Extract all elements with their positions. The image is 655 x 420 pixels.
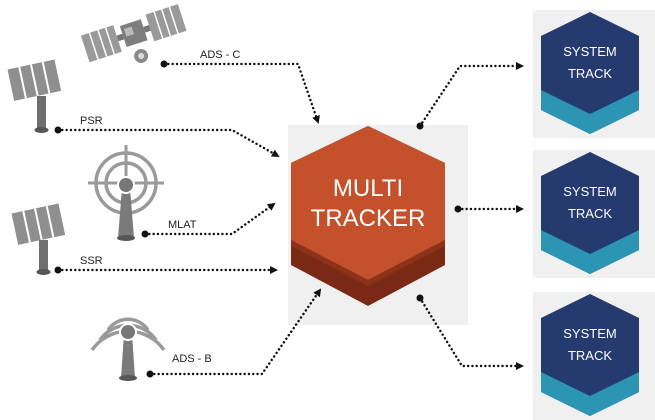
output-3-line-1: SYSTEM	[563, 326, 616, 341]
connector-psr	[54, 126, 280, 158]
multi-tracker-node: MULTI TRACKER	[291, 126, 445, 306]
radar-dish-icon	[11, 203, 66, 275]
system-track-node-1: SYSTEM TRACK	[541, 12, 639, 134]
broadcast-antenna-icon	[90, 317, 166, 381]
output-2-line-1: SYSTEM	[563, 184, 616, 199]
output-3-line-2: TRACK	[568, 348, 612, 363]
label-ads-c: ADS - C	[200, 49, 240, 61]
connector-ads-b	[146, 288, 322, 378]
tracker-line-1: MULTI	[333, 175, 403, 202]
connector-output-2	[454, 205, 524, 213]
label-ssr: SSR	[80, 255, 103, 267]
radar-dish-icon	[7, 59, 62, 133]
label-mlat: MLAT	[168, 219, 197, 231]
connector-ssr	[54, 266, 278, 274]
connector-ads-c	[160, 60, 320, 124]
connector-output-3	[416, 294, 524, 370]
output-1-line-2: TRACK	[568, 66, 612, 81]
crosshair-antenna-icon	[88, 145, 164, 241]
connector-mlat	[141, 202, 276, 238]
label-ads-b: ADS - B	[172, 353, 212, 365]
satellite-icon	[80, 4, 187, 63]
output-1-line-1: SYSTEM	[563, 44, 616, 59]
system-track-node-3: SYSTEM TRACK	[541, 294, 639, 416]
connector-output-1	[416, 62, 524, 130]
output-2-line-2: TRACK	[568, 206, 612, 221]
tracker-line-2: TRACKER	[311, 205, 426, 232]
system-track-node-2: SYSTEM TRACK	[541, 152, 639, 274]
label-psr: PSR	[80, 115, 103, 127]
